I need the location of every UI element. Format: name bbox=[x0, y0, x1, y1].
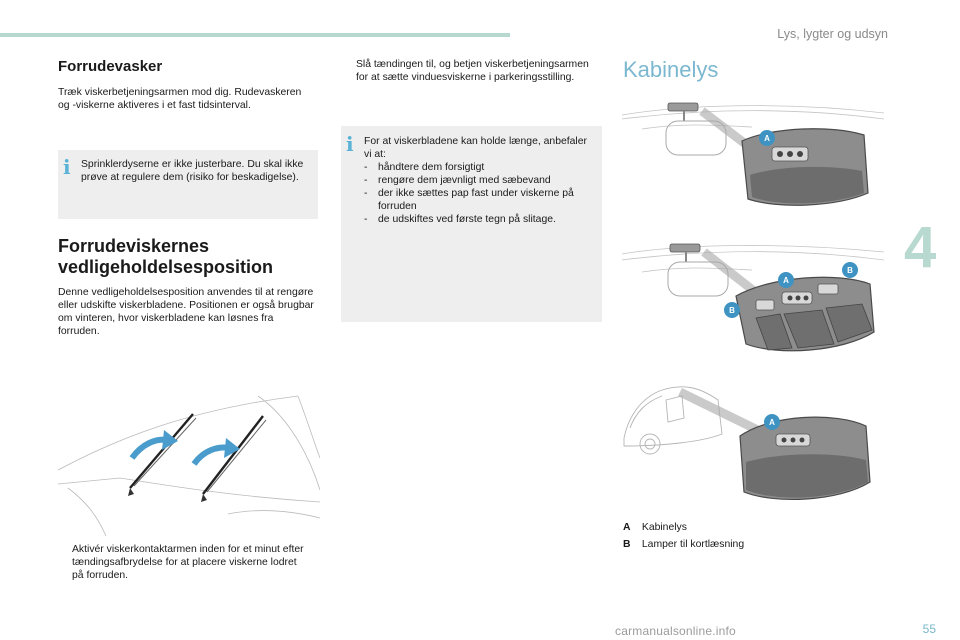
svg-text:B: B bbox=[729, 306, 735, 315]
svg-text:A: A bbox=[769, 418, 775, 427]
ceiling-light-unit bbox=[735, 276, 875, 352]
list-item: rengøre dem jævnligt med sæbevand bbox=[364, 174, 596, 187]
wiper-tip-list: håndtere dem forsigtigt rengøre dem jævn… bbox=[364, 161, 596, 226]
ceiling-light-unit bbox=[739, 416, 871, 501]
legend-item-a: A Kabinelys bbox=[623, 522, 687, 533]
step2-text: Slå tændingen til, og betjen viskerbetje… bbox=[356, 59, 589, 83]
step1: Aktivér viskerkontaktarmen inden for et … bbox=[58, 543, 310, 582]
list-item: der ikke sættes pap fast under viskerne … bbox=[364, 187, 596, 213]
wiper-tip-intro: For at viskerbladene kan holde længe, an… bbox=[364, 136, 587, 160]
cabin-light-illustration-3: A bbox=[623, 386, 871, 501]
arrow-icon-left bbox=[129, 430, 178, 460]
wiper-blade-left bbox=[128, 413, 197, 496]
cabin-light-illustration-1: A bbox=[622, 102, 884, 206]
svg-text:A: A bbox=[764, 134, 770, 143]
label-badge-b-left: B bbox=[724, 302, 740, 318]
svg-text:A: A bbox=[783, 276, 789, 285]
legend-text: Lamper til kortlæsning bbox=[641, 539, 745, 550]
maintenance-text: Denne vedligeholdelsesposition anvendes … bbox=[58, 287, 314, 337]
car-side-sketch bbox=[623, 386, 723, 455]
washer-info-box: i Sprinklerdyserne er ikke justerbare. D… bbox=[58, 150, 318, 219]
label-badge-a: A bbox=[759, 130, 775, 146]
cabin-light-heading: Kabinelys bbox=[623, 57, 719, 82]
info-icon: i bbox=[346, 132, 354, 156]
page-number: 55 bbox=[922, 622, 936, 636]
legend-key: A bbox=[623, 522, 631, 533]
label-badge-b-top: B bbox=[842, 262, 858, 278]
legend-item-b: B Lamper til kortlæsning bbox=[623, 539, 744, 550]
wiper-tip-content: For at viskerbladene kan holde længe, an… bbox=[364, 135, 596, 226]
wiper-blade-right bbox=[201, 415, 267, 502]
maintenance-heading-line1: Forrudeviskernes bbox=[58, 236, 210, 256]
arrow-icon-right bbox=[191, 438, 240, 466]
chapter-number: 4 bbox=[904, 215, 937, 280]
washer-heading: Forrudevasker bbox=[58, 58, 163, 75]
list-item: de udskiftes ved første tegn på slitage. bbox=[364, 213, 596, 226]
label-badge-a: A bbox=[764, 414, 780, 430]
step1-text: Aktivér viskerkontaktarmen inden for et … bbox=[72, 544, 304, 581]
ceiling-light-unit bbox=[741, 128, 869, 206]
windshield-wiper-illustration bbox=[58, 395, 320, 536]
step2: Slå tændingen til, og betjen viskerbetje… bbox=[342, 58, 592, 84]
legend-key: B bbox=[623, 539, 631, 550]
wiper-tip-box: i For at viskerbladene kan holde længe, … bbox=[341, 126, 602, 322]
section-title: Lys, lygter og udsyn bbox=[777, 27, 888, 41]
maintenance-heading: Forrudeviskernes vedligeholdelsespositio… bbox=[58, 236, 273, 278]
header-accent-bar bbox=[0, 33, 510, 37]
info-icon: i bbox=[63, 155, 71, 179]
washer-text: Træk viskerbetjeningsarmen mod dig. Rude… bbox=[58, 87, 302, 111]
label-badge-a: A bbox=[778, 272, 794, 288]
washer-info-text: Sprinklerdyserne er ikke justerbare. Du … bbox=[81, 159, 304, 183]
maintenance-heading-line2: vedligeholdelsesposition bbox=[58, 257, 274, 277]
watermark: carmanualsonline.info bbox=[615, 624, 736, 638]
cabin-light-illustration-2: A B B bbox=[622, 243, 884, 352]
svg-text:B: B bbox=[847, 266, 853, 275]
list-item: håndtere dem forsigtigt bbox=[364, 161, 596, 174]
legend-text: Kabinelys bbox=[641, 522, 687, 533]
